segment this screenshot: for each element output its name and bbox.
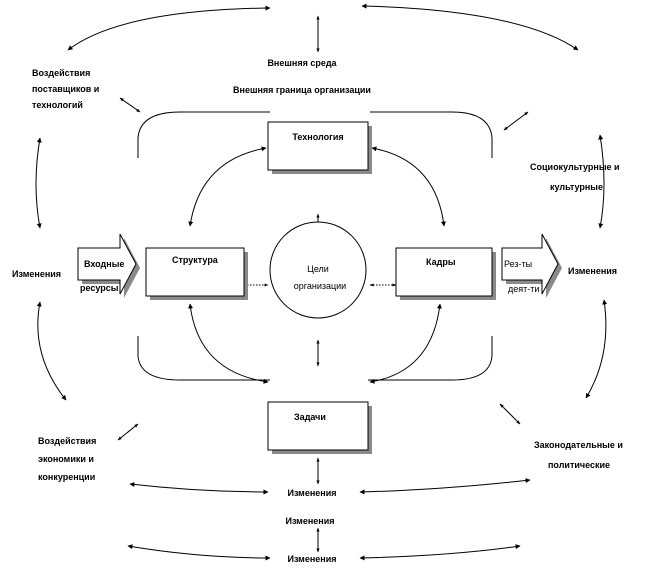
outer-arc-left-lower [36, 301, 67, 401]
changes-bottom-1: Изменения [287, 488, 336, 498]
changes-right-label: Изменения [568, 266, 617, 276]
economy-impact-line-1: Воздействия [38, 436, 96, 446]
legislative-line-2: политические [548, 460, 610, 470]
boundary-bottom-right [368, 336, 493, 381]
arc-structure-tasks [188, 303, 269, 384]
inputs-line-1: Входные [84, 259, 124, 269]
outer-arc-bottom-right-2 [359, 544, 521, 561]
changes-left-label: Изменения [12, 269, 61, 279]
diag-arrow-bottom-right [499, 403, 521, 425]
structure-box [145, 247, 248, 300]
goals-line-2: организации [294, 281, 346, 291]
goals-line-1: Цели [307, 264, 329, 274]
outer-arc-right-lower [585, 299, 608, 399]
tasks-label: Задачи [294, 412, 326, 422]
outer-arc-left-upper [35, 137, 42, 229]
diag-arrow-bottom-left [117, 423, 139, 441]
boundary-bottom-left [137, 336, 270, 381]
arc-technology-staff [371, 146, 446, 227]
suppliers-impact-line-3: технологий [32, 100, 83, 110]
outer-arc-right-upper [598, 134, 605, 229]
results-line-2: деят-ти [508, 284, 539, 294]
outer-arc-bottom-right [359, 478, 531, 495]
diag-arrow-top-left [119, 97, 141, 113]
outer-arc-top-right [361, 3, 579, 51]
structure-label: Структура [172, 255, 219, 265]
technology-box [267, 121, 372, 174]
staff-box [395, 247, 496, 300]
arc-staff-tasks [369, 303, 442, 384]
input-resources-arrow [77, 233, 140, 298]
boundary-top-right [370, 111, 493, 158]
external-boundary-label: Внешняя граница организации [233, 85, 371, 95]
staff-label: Кадры [426, 257, 456, 267]
suppliers-impact-line-2: поставщиков и [32, 84, 99, 94]
inputs-line-2: ресурсы [80, 283, 119, 293]
economy-impact-line-3: конкуренции [38, 472, 95, 482]
suppliers-impact-line-1: Воздействия [32, 68, 90, 78]
diag-arrow-top-right [503, 111, 529, 131]
economy-impact-line-2: экономики и [38, 454, 94, 464]
technology-label: Технология [292, 132, 343, 142]
arc-technology-structure [188, 146, 267, 227]
sociocultural-line-2: культурные [550, 182, 603, 192]
sociocultural-line-1: Социокультурные и [530, 162, 620, 172]
outer-arc-bottom-left [129, 482, 269, 495]
outer-arc-top-left [67, 5, 271, 51]
results-arrow [501, 233, 562, 298]
changes-bottom-2: Изменения [285, 516, 334, 526]
boundary-top-left [137, 111, 270, 158]
tasks-box [267, 401, 372, 454]
legislative-line-1: Законодательные и [534, 440, 623, 450]
results-line-1: Рез-ты [504, 259, 532, 269]
outer-arc-bottom-left-2 [127, 544, 271, 561]
goals-circle [269, 221, 367, 319]
changes-bottom-3: Изменения [287, 554, 336, 564]
external-environment-label: Внешняя среда [267, 58, 337, 68]
